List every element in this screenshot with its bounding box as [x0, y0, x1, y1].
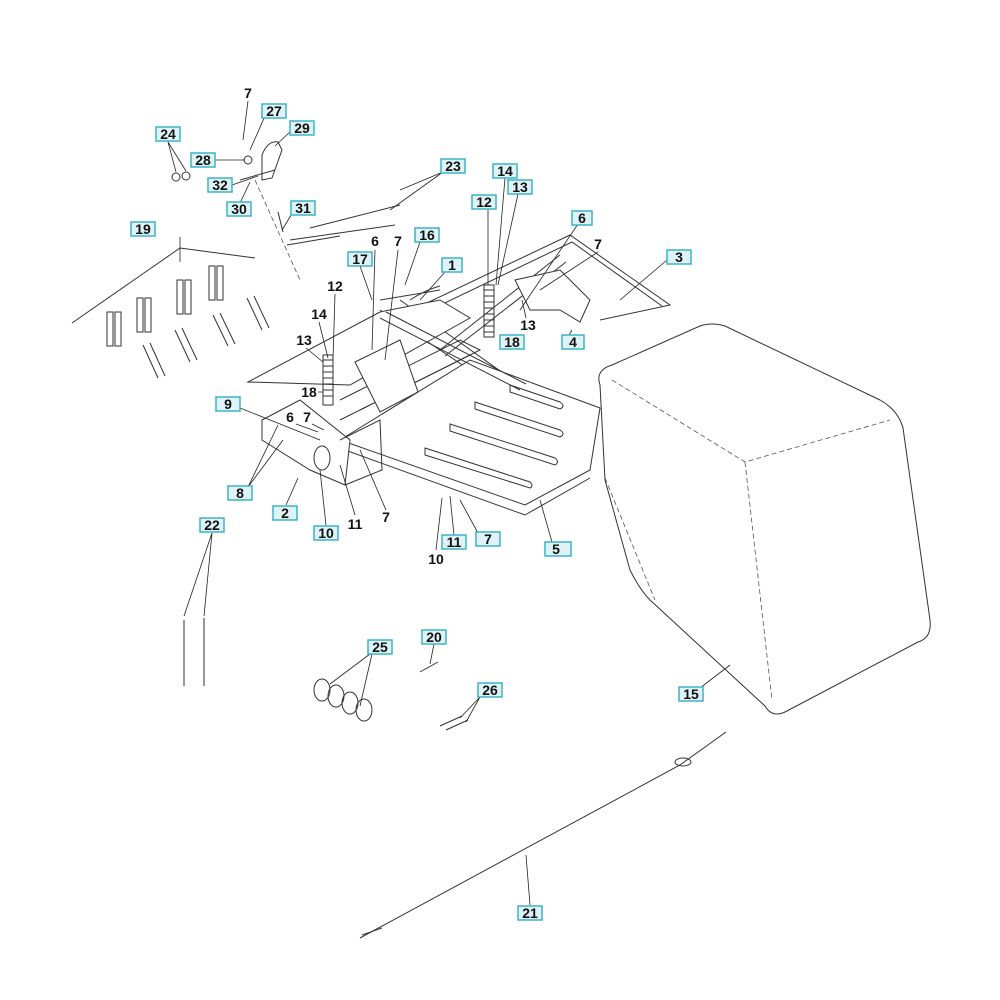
callout-20: 20	[421, 629, 447, 645]
lever-assembly	[171, 141, 401, 281]
svg-text:32: 32	[212, 177, 228, 193]
callout-29: 29	[289, 120, 315, 136]
svg-text:25: 25	[372, 639, 388, 655]
callout-13-plain: 13	[296, 332, 312, 348]
collector-bag	[598, 323, 931, 715]
callout-7-plain: 7	[303, 409, 311, 425]
callout-22: 22	[199, 517, 225, 533]
callout-1: 1	[441, 257, 463, 273]
callout-9: 9	[215, 396, 241, 412]
callout-16: 16	[414, 227, 440, 243]
svg-text:3: 3	[675, 249, 683, 265]
svg-text:5: 5	[552, 541, 560, 557]
callout-10-plain: 10	[428, 551, 444, 567]
springs	[322, 284, 495, 406]
callout-14: 14	[492, 163, 518, 179]
front-beam	[246, 299, 482, 486]
callout-8: 8	[227, 485, 253, 501]
callout-11: 11	[441, 534, 467, 550]
svg-text:9: 9	[224, 396, 232, 412]
svg-text:18: 18	[504, 334, 520, 350]
svg-text:4: 4	[569, 334, 577, 350]
svg-text:1: 1	[448, 257, 456, 273]
scraper-blades	[71, 247, 270, 379]
svg-text:8: 8	[236, 485, 244, 501]
callout-32: 32	[207, 177, 233, 193]
svg-text:30: 30	[231, 201, 247, 217]
callout-4: 4	[561, 334, 585, 350]
callout-12: 12	[471, 194, 497, 210]
callout-17: 17	[347, 251, 373, 267]
callout-25: 25	[367, 639, 393, 655]
lift-rods	[379, 254, 591, 391]
callout-7: 7	[475, 531, 501, 547]
svg-text:23: 23	[445, 158, 461, 174]
callout-24: 24	[155, 126, 181, 142]
svg-text:19: 19	[135, 221, 151, 237]
callout-27: 27	[261, 103, 287, 119]
svg-text:27: 27	[266, 103, 282, 119]
svg-text:11: 11	[447, 534, 462, 550]
leader-lines	[167, 100, 731, 906]
svg-text:17: 17	[352, 251, 368, 267]
svg-text:16: 16	[419, 227, 435, 243]
svg-text:29: 29	[294, 120, 310, 136]
svg-text:26: 26	[482, 682, 498, 698]
svg-text:14: 14	[497, 163, 513, 179]
callout-7-plain: 7	[594, 236, 602, 252]
callout-7-plain: 7	[382, 509, 390, 525]
callout-19: 19	[130, 221, 156, 237]
svg-text:20: 20	[426, 629, 442, 645]
callout-31: 31	[290, 200, 316, 216]
callout-30: 30	[226, 201, 252, 217]
callout-14-plain: 14	[311, 306, 327, 322]
callout-2: 2	[272, 505, 298, 521]
svg-text:6: 6	[578, 210, 586, 226]
svg-text:24: 24	[160, 126, 176, 142]
floor-plate	[338, 359, 601, 516]
callout-3: 3	[666, 249, 692, 265]
callout-6: 6	[571, 210, 593, 226]
callout-26: 26	[477, 682, 503, 698]
small-parts	[183, 618, 727, 939]
svg-text:2: 2	[281, 505, 289, 521]
callout-15: 15	[678, 686, 704, 702]
svg-text:31: 31	[295, 200, 311, 216]
callout-21: 21	[517, 905, 543, 921]
svg-text:21: 21	[522, 905, 538, 921]
callout-12-plain: 12	[327, 278, 343, 294]
callout-23: 23	[440, 158, 466, 174]
callout-18-plain: 18	[301, 384, 317, 400]
callout-6-plain: 6	[286, 409, 294, 425]
callout-5: 5	[544, 541, 572, 557]
callout-10: 10	[313, 525, 339, 541]
svg-text:13: 13	[512, 179, 528, 195]
svg-text:28: 28	[195, 152, 211, 168]
svg-text:7: 7	[484, 531, 492, 547]
svg-text:22: 22	[204, 517, 220, 533]
callout-13: 13	[507, 179, 533, 195]
callout-7-plain: 7	[394, 233, 402, 249]
callout-11-plain: 11	[348, 516, 363, 532]
callout-6-plain: 6	[371, 233, 379, 249]
callout-28: 28	[190, 152, 216, 168]
svg-text:15: 15	[683, 686, 699, 702]
callout-13-plain: 13	[520, 317, 536, 333]
callout-18: 18	[499, 334, 525, 350]
callout-7-plain: 7	[244, 85, 252, 101]
svg-text:12: 12	[476, 194, 492, 210]
svg-text:10: 10	[318, 525, 334, 541]
